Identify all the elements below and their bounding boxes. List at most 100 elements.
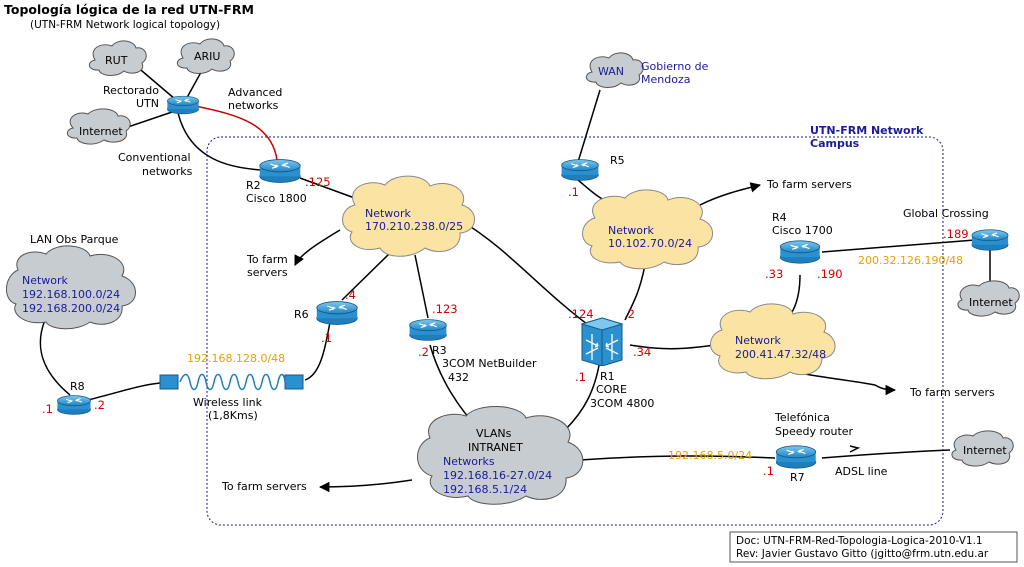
addr-r6-4: .4 [345,288,356,302]
link-conventional [177,112,263,171]
label-conventional-1: Conventional [118,151,191,164]
cloud-net-10: Network 10.102.70.0/24 [582,189,713,270]
addr-r5-1: .1 [568,185,579,199]
label-r5: R5 [610,154,625,167]
link-r4-gc [821,239,976,253]
campus-label-line1: UTN-FRM Network [810,124,924,137]
link-vlan-farm [318,479,413,493]
router-r5 [560,159,600,181]
cloud-ariu-label: ARIU [194,50,220,63]
net170-label-1: Network [365,207,412,220]
link-r1-net10 [624,264,646,321]
vlan-label-4: 192.168.16-27.0/24 [443,469,552,482]
link-r6-wireless [304,321,331,381]
addr-r8-1: .1 [42,402,53,416]
link-r2-net170 [299,177,361,201]
router-r2 [259,158,301,184]
lan-label-3: 192.168.200.0/24 [22,302,120,315]
link-rectorado-internet [124,109,179,129]
vlan-label-2: INTRANET [468,441,523,454]
addr-gc-189: .189 [943,227,969,241]
wireless-antenna-right [284,374,304,390]
label-conventional-2: networks [142,165,193,178]
label-gobierno-2: Mendoza [641,73,690,86]
label-r8: R8 [70,380,85,393]
label-adsl: ADSL line [835,465,888,478]
router-r1-core [581,317,623,366]
addr-r4-33: .33 [765,267,783,281]
cloud-wan: WAN [585,52,644,88]
cloud-internet-left-label: Internet [79,125,123,138]
router-rectorado [166,95,200,115]
cloud-internet-right: Internet [957,280,1020,317]
addr-r1-2: .2 [624,307,635,321]
lan-label-1: Network [22,274,69,287]
label-r7: R7 [790,471,805,484]
doc-footer-rev: Rev: Javier Gustavo Gitto (jgitto@frm.ut… [736,548,989,560]
cloud-ariu: ARIU [176,38,235,74]
addr-r1-124: .124 [568,307,594,321]
addr-r7-1: .1 [763,464,774,478]
net10-label-2: 10.102.70.0/24 [608,237,692,250]
label-r3-model-1: 3COM NetBuilder [442,357,537,370]
cloud-net-200: Network 200.41.47.32/48 [710,303,836,380]
addr-r1-34: .34 [633,345,651,359]
label-farm-bottom: To farm servers [221,480,307,493]
label-r1-1: R1 [600,370,615,383]
label-rectorado-2: UTN [136,97,159,110]
campus-label-line2: Campus [810,137,860,150]
vlan-label-5: 192.168.5.1/24 [443,483,527,496]
links [39,64,991,493]
addr-r3-123: .123 [432,302,458,316]
addr-r8-2: .2 [94,398,105,412]
link-net170-r3 [414,254,429,319]
addr-r1-1: .1 [575,370,586,384]
link-r8-wireless [87,382,161,401]
link-r1-vlan [564,359,601,431]
cloud-lan-obs: Network 192.168.100.0/24 192.168.200.0/2… [6,245,136,330]
addr-r3-2: .2 [418,345,429,359]
label-advanced-1: Advanced [228,86,282,99]
cloud-vlans: VLANs INTRANET Networks 192.168.16-27.0/… [417,405,584,505]
label-r4-1: R4 [772,211,787,224]
wireless-antenna-left [159,374,179,390]
cloud-internet-left: Internet [66,108,131,145]
wireless-wave [179,373,286,391]
wireless-link [159,373,304,391]
link-r8-lan [39,319,71,396]
cloud-rut-label: RUT [105,54,128,67]
router-r3 [408,318,448,342]
label-global-crossing: Global Crossing [903,207,989,220]
label-farm-top: To farm servers [766,178,852,191]
doc-footer-box [729,531,1018,563]
addr-r6-1: .1 [321,331,332,345]
net170-label-2: 170.210.238.0/25 [365,220,463,233]
label-telefonica-1: Telefónica [774,411,830,424]
link-net170-r6 [341,252,391,301]
label-farm-left-2: servers [247,266,288,279]
label-advanced-2: networks [228,99,279,112]
cloud-wan-label: WAN [598,65,624,78]
label-wireless-1: Wireless link [193,396,263,409]
link-net170-r1 [459,219,596,331]
label-r1-3: 3COM 4800 [590,397,654,410]
diagram-subtitle: (UTN-FRM Network logical topology) [30,19,220,31]
label-lan-obs: LAN Obs Parque [30,233,119,246]
net10-label-1: Network [608,224,655,237]
vlan-label-3: Networks [443,455,495,468]
cloud-internet-right-label: Internet [969,296,1013,309]
lan-label-2: 192.168.100.0/24 [22,288,120,301]
vlan-label-1: VLANs [476,427,512,440]
link-advanced-red [194,105,278,161]
label-rectorado-1: Rectorado [103,84,159,97]
label-r2-1: R2 [246,179,261,192]
cloud-internet-far-right-label: Internet [963,444,1007,457]
router-r4 [779,240,821,264]
label-r4-2: Cisco 1700 [772,224,833,237]
link-net10-farm [699,182,762,206]
net200-label-2: 200.41.47.32/48 [735,348,826,361]
label-r6: R6 [294,308,309,321]
addr-gc-net: 200.32.126.190/48 [858,254,963,267]
label-r1-2: CORE [596,383,627,396]
